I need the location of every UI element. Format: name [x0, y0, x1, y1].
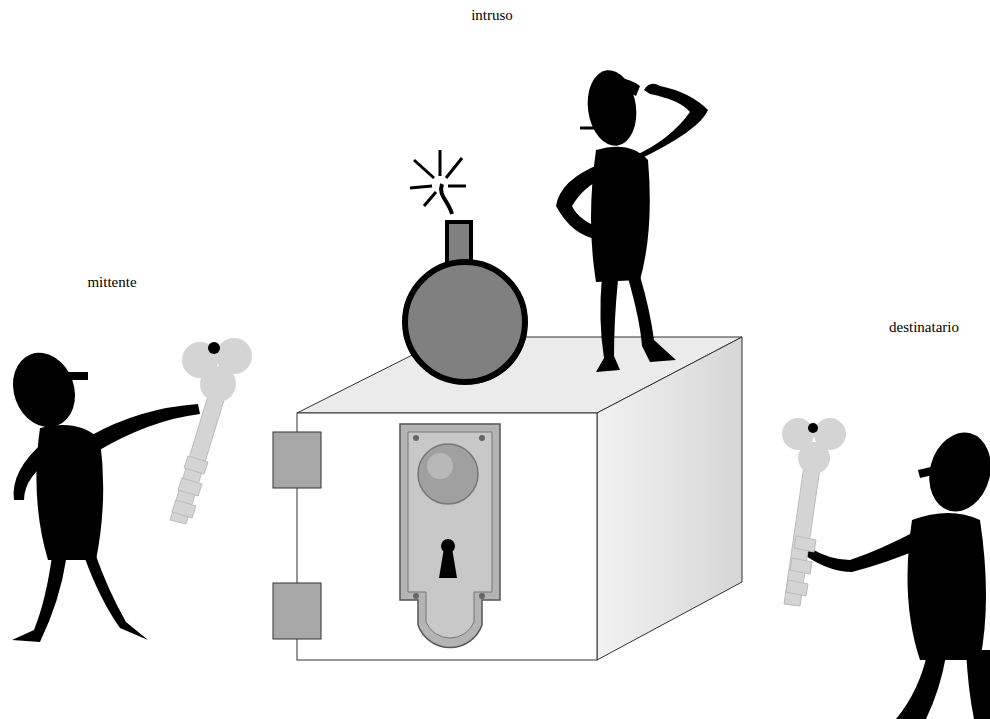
bomb — [405, 150, 526, 382]
receiver-key — [782, 418, 846, 606]
receiver-figure — [806, 426, 990, 719]
figure-label: mittente — [87, 273, 136, 291]
sender-key — [170, 338, 252, 524]
safe — [273, 337, 742, 660]
intruder-figure — [556, 67, 708, 372]
sender-figure — [3, 344, 200, 642]
figure-label: intruso — [471, 6, 513, 24]
figure-label: destinatario — [889, 318, 959, 336]
